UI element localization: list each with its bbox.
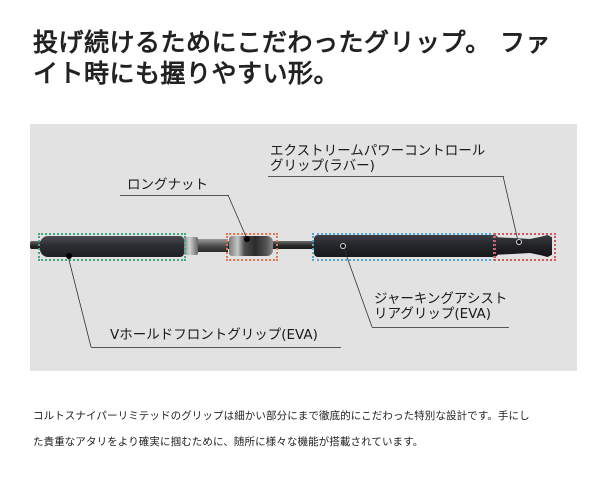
callout-v-hold-front-grip: Vホールドフロントグリップ(EVA) xyxy=(110,328,318,343)
description-paragraph: コルトスナイパーリミテッドのグリップは細かい部分にまで徹底的にこだわった特別な設… xyxy=(33,403,578,455)
long-nut-highlight-box xyxy=(226,233,278,261)
callout-rear-grip-text-line-1: ジャーキングアシスト xyxy=(374,291,508,307)
callout-rear-grip-underline xyxy=(372,327,509,328)
description-line-1: コルトスナイパーリミテッドのグリップは細かい部分にまで徹底的にこだわった特別な設… xyxy=(33,410,530,422)
callout-front-grip-underline xyxy=(91,347,341,348)
callout-extreme-grip-underline xyxy=(268,176,504,177)
long-nut-illustration xyxy=(229,236,273,256)
callout-long-nut-underline xyxy=(120,195,229,196)
front-grip-highlight-box xyxy=(38,233,186,261)
rear-grip-marker-dot xyxy=(340,243,346,249)
callout-jerking-assist-rear-grip: ジャーキングアシスト リアグリップ(EVA) xyxy=(374,292,507,322)
long-nut-marker-dot xyxy=(244,236,250,242)
callout-extreme-grip-text-line-1: エクストリームパワーコントロール xyxy=(270,143,486,159)
end-grip-marker-dot xyxy=(516,239,522,245)
headline-line-2: イト時にも握りやすい形。 xyxy=(33,59,340,88)
callout-long-nut: ロングナット xyxy=(127,178,208,193)
reel-seat-illustration xyxy=(198,239,228,252)
end-grip-highlight-box xyxy=(494,233,556,261)
callout-extreme-power-control-grip: エクストリームパワーコントロール グリップ(ラバー) xyxy=(270,144,485,174)
description-line-2: た貴重なアタリをより確実に掴むために、随所に様々な機能が搭載されています。 xyxy=(33,436,424,448)
front-grip-marker-dot xyxy=(66,253,72,259)
callout-extreme-grip-text-line-2: グリップ(ラバー) xyxy=(270,158,375,174)
headline: 投げ続けるためにこだわったグリップ。 ファ イト時にも握りやすい形。 xyxy=(33,27,573,89)
front-grip-illustration xyxy=(40,236,184,257)
callout-long-nut-text: ロングナット xyxy=(127,177,208,193)
callout-rear-grip-text-line-2: リアグリップ(EVA) xyxy=(374,306,491,322)
headline-line-1: 投げ続けるためにこだわったグリップ。 ファ xyxy=(33,28,551,57)
callout-front-grip-text: Vホールドフロントグリップ(EVA) xyxy=(110,327,318,343)
rod-shaft xyxy=(30,241,540,249)
hood-ring-illustration xyxy=(184,237,198,255)
